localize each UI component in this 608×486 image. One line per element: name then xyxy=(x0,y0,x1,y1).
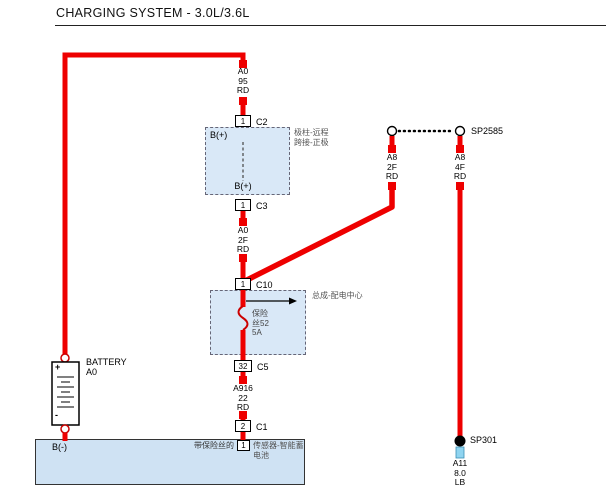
wire-pad xyxy=(388,145,396,153)
battery-negative-terminal xyxy=(60,424,70,434)
jumper-terminal-top-label: B(+) xyxy=(210,130,228,140)
splice-sp2585-terminal xyxy=(454,125,466,137)
connector-c5-name: C5 xyxy=(257,362,269,372)
wire-pad xyxy=(456,145,464,153)
wire-pad xyxy=(239,376,247,384)
battery-name: BATTERY A0 xyxy=(86,357,127,377)
connector-c3-name: C3 xyxy=(256,201,268,211)
connector-c5-pin: 32 xyxy=(234,360,252,372)
battery-body xyxy=(51,361,80,426)
wire-pad xyxy=(388,182,396,190)
wire-pad xyxy=(239,218,247,226)
remote-jumper-post-box xyxy=(205,127,290,195)
pdc-name: 总成-配电中心 xyxy=(312,291,363,300)
sensor-terminal-neg-label: B(-) xyxy=(52,442,67,452)
jumper-terminal-bottom-label: B(+) xyxy=(234,181,252,191)
splice-sp301-dot xyxy=(454,435,466,447)
splice-sp301-label: SP301 xyxy=(470,435,498,445)
wire-a11-lb-stub xyxy=(455,446,465,459)
wire-label-a0-95: A0 95 RD xyxy=(236,66,250,95)
connector-c10-name: C10 xyxy=(256,280,273,290)
connector-c2-pin: 1 xyxy=(235,115,251,127)
sensor-pin: 1 xyxy=(237,440,250,451)
splice-sp2585-label: SP2585 xyxy=(471,126,504,136)
fuse-symbol xyxy=(237,305,249,331)
battery-plates xyxy=(57,376,74,408)
connector-c3-pin: 1 xyxy=(235,199,251,211)
page-title: CHARGING SYSTEM - 3.0L/3.6L xyxy=(56,6,250,20)
wire-label-a0-2f: A0 2F RD xyxy=(236,225,250,254)
wire-a8-2f-diagonal xyxy=(243,188,395,284)
connector-c2-name: C2 xyxy=(256,117,268,127)
wire-label-a8-4f: A8 4F RD xyxy=(453,152,467,181)
wire-a0-feed xyxy=(62,52,246,354)
sensor-fuse-note: 带保险丝的 xyxy=(194,441,234,450)
battery-minus-sign: - xyxy=(55,410,58,420)
connector-c1-pin: 2 xyxy=(235,420,251,432)
jumper-post-name: 极柱-远程 跨接-正极 xyxy=(294,128,329,147)
wire-label-a8-2f: A8 2F RD xyxy=(385,152,399,181)
connector-c1-name: C1 xyxy=(256,422,268,432)
battery-positive-terminal xyxy=(60,353,70,363)
wire-label-a916-22: A916 22 RD xyxy=(233,383,253,412)
title-divider xyxy=(55,25,606,26)
connector-c10-pin: 1 xyxy=(235,278,251,290)
fuse-label: 保险 丝52 5A xyxy=(252,309,269,337)
wire-pad xyxy=(239,60,247,68)
terminal-a8-2f-ring xyxy=(386,125,398,137)
sensor-name: 传感器-智能蓄 电池 xyxy=(253,441,304,460)
feed-arrow-head xyxy=(289,297,297,305)
battery-sensor-box xyxy=(35,439,305,485)
battery-plus-sign: + xyxy=(55,362,61,372)
wire-label-a11-80: A11 8.0 LB xyxy=(452,458,468,486)
